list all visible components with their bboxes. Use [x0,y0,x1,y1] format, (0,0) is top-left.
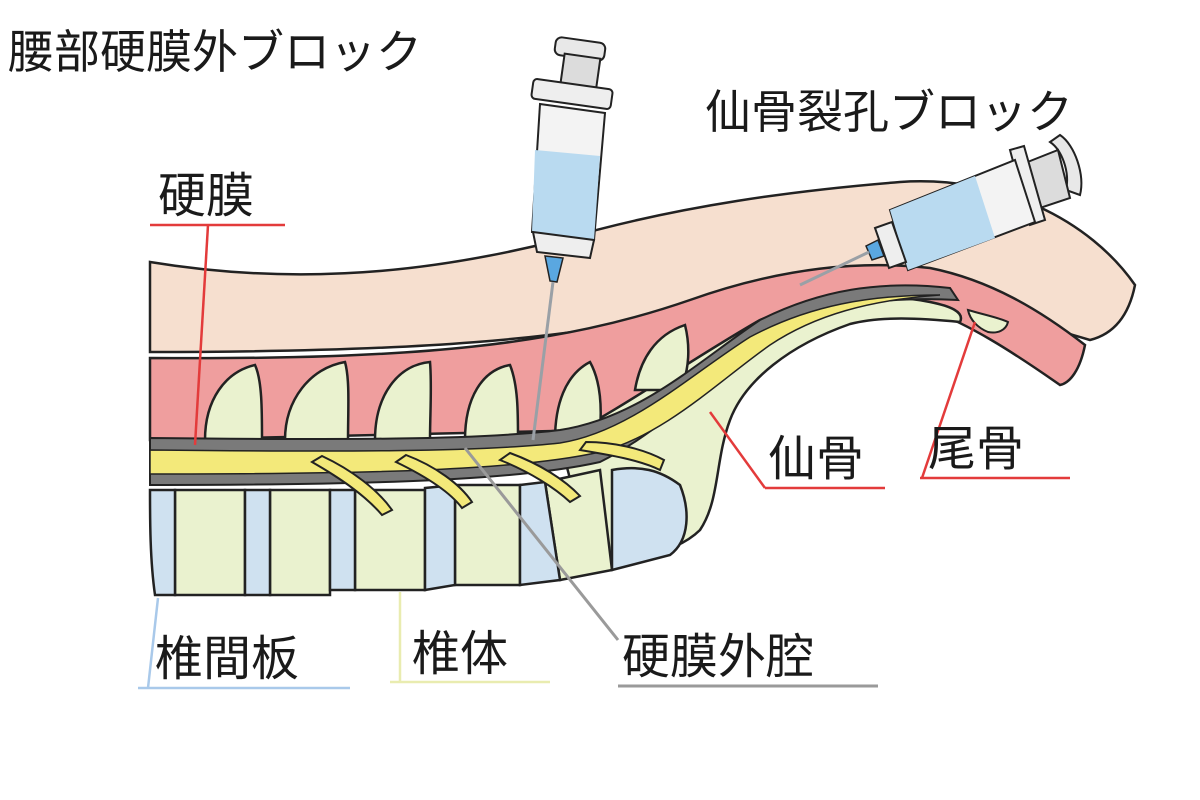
label-epidural-space: 硬膜外腔 [622,629,814,685]
label-vertebral-body: 椎体 [412,626,508,682]
vertebral-bodies [173,468,614,597]
label-dura: 硬膜 [158,168,254,224]
sacral-syringe [799,133,1083,287]
lumbar-syringe [530,36,614,441]
intervertebral-discs [148,466,688,597]
label-coccyx: 尾骨 [928,421,1024,477]
leader-lines [138,223,1070,690]
nerve-roots [310,440,666,517]
label-disc: 椎間板 [155,631,299,687]
label-lumbar-block: 腰部硬膜外ブロック [8,25,422,79]
spinal-nerve [149,294,941,475]
label-sacrum: 仙骨 [768,431,864,487]
spinous-processes [203,323,690,442]
label-sacral-block: 仙骨裂孔ブロック [705,85,1073,139]
